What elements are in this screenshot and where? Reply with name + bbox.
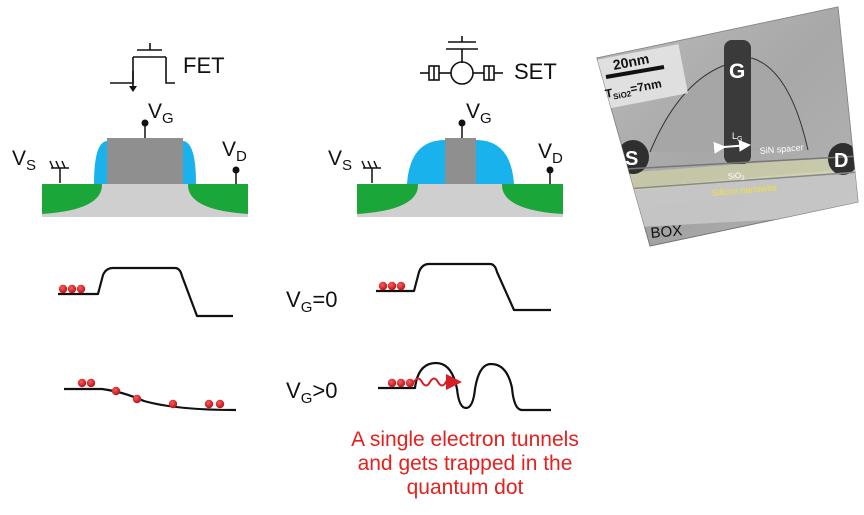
fet-right-spacer bbox=[183, 141, 196, 184]
condition-vg-zero: VG=0 bbox=[286, 287, 337, 316]
electron-icon bbox=[132, 394, 142, 404]
tem-box-label: BOX bbox=[650, 222, 683, 242]
tem-gate bbox=[724, 40, 751, 164]
electron-icon bbox=[76, 284, 86, 294]
fet-left-spacer bbox=[94, 141, 107, 184]
set-band-vgpos bbox=[378, 361, 551, 412]
fet-transistor-symbol-icon bbox=[110, 43, 175, 92]
electron-icon bbox=[86, 378, 96, 388]
fet-source-label: VS bbox=[12, 147, 36, 174]
fet-gate bbox=[107, 138, 183, 184]
electron-icon bbox=[387, 378, 397, 388]
electron-icon bbox=[387, 281, 397, 291]
tem-oxide-label: SiO2 bbox=[727, 171, 745, 183]
tem-scale-bar-label: 20nm bbox=[612, 50, 651, 73]
fet-title: FET bbox=[183, 53, 225, 78]
set-left-spacer bbox=[407, 140, 445, 184]
tem-length-label: LG bbox=[732, 131, 742, 143]
tunneling-wave-arrow-icon bbox=[413, 374, 462, 390]
set-band-vg0 bbox=[376, 262, 551, 312]
set-electrons-vgpos bbox=[387, 378, 415, 388]
fet-drain-doping bbox=[187, 184, 248, 214]
set-gate-contact bbox=[458, 119, 466, 127]
fet-device-cross-section bbox=[42, 119, 248, 217]
electron-icon bbox=[396, 378, 406, 388]
electron-icon bbox=[215, 399, 225, 409]
electron-icon bbox=[168, 399, 178, 409]
set-electrons-vg0 bbox=[378, 281, 406, 291]
electron-icon bbox=[111, 386, 121, 396]
fet-gate-label: VG bbox=[148, 100, 174, 127]
fet-gate-contact bbox=[141, 119, 149, 127]
tem-spacer-label: SiN spacer bbox=[759, 142, 804, 156]
tem-drain-label: D bbox=[834, 150, 848, 172]
electron-icon bbox=[67, 284, 77, 294]
set-drain-doping bbox=[501, 184, 563, 214]
tem-drain bbox=[828, 143, 858, 175]
condition-vg-positive: VG>0 bbox=[286, 378, 337, 407]
fet-electrons-vg0 bbox=[58, 284, 86, 294]
set-right-spacer bbox=[476, 140, 514, 184]
electron-icon bbox=[58, 284, 68, 294]
set-device-cross-section bbox=[357, 119, 563, 217]
set-gate bbox=[445, 138, 476, 184]
tunneling-caption: A single electron tunnels and gets trapp… bbox=[300, 428, 630, 500]
set-transistor-symbol-icon bbox=[420, 36, 503, 85]
electron-icon bbox=[405, 378, 415, 388]
electron-icon bbox=[396, 281, 406, 291]
set-source-label: VS bbox=[328, 147, 352, 174]
fet-drain-label: VD bbox=[222, 138, 247, 165]
fet-electrons-vgpos bbox=[77, 378, 225, 409]
fet-band-vg0 bbox=[58, 266, 233, 318]
tem-micrograph: 20nm TSiO2=7nm G S D LG SiN spacer SiO2 … bbox=[596, 6, 859, 247]
tem-source-label: S bbox=[625, 148, 638, 170]
set-source-doping bbox=[357, 184, 419, 214]
electron-icon bbox=[378, 281, 388, 291]
caption-line-1: A single electron tunnels bbox=[351, 428, 579, 451]
set-gate-label: VG bbox=[466, 100, 492, 127]
set-source-ground-icon bbox=[361, 160, 381, 183]
tem-thickness-label: TSiO2=7nm bbox=[604, 76, 663, 103]
electron-icon bbox=[204, 399, 214, 409]
set-title: SET bbox=[514, 59, 557, 84]
fet-source-ground-icon bbox=[49, 160, 69, 183]
fet-drain-contact bbox=[232, 166, 240, 174]
set-drain-label: VD bbox=[538, 140, 563, 167]
set-drain-contact bbox=[546, 166, 554, 174]
electron-icon bbox=[77, 378, 87, 388]
caption-line-3: quantum dot bbox=[406, 476, 524, 499]
tem-gate-label: G bbox=[729, 60, 745, 83]
caption-line-2: and gets trapped in the bbox=[357, 452, 573, 475]
fet-source-doping bbox=[42, 184, 103, 214]
